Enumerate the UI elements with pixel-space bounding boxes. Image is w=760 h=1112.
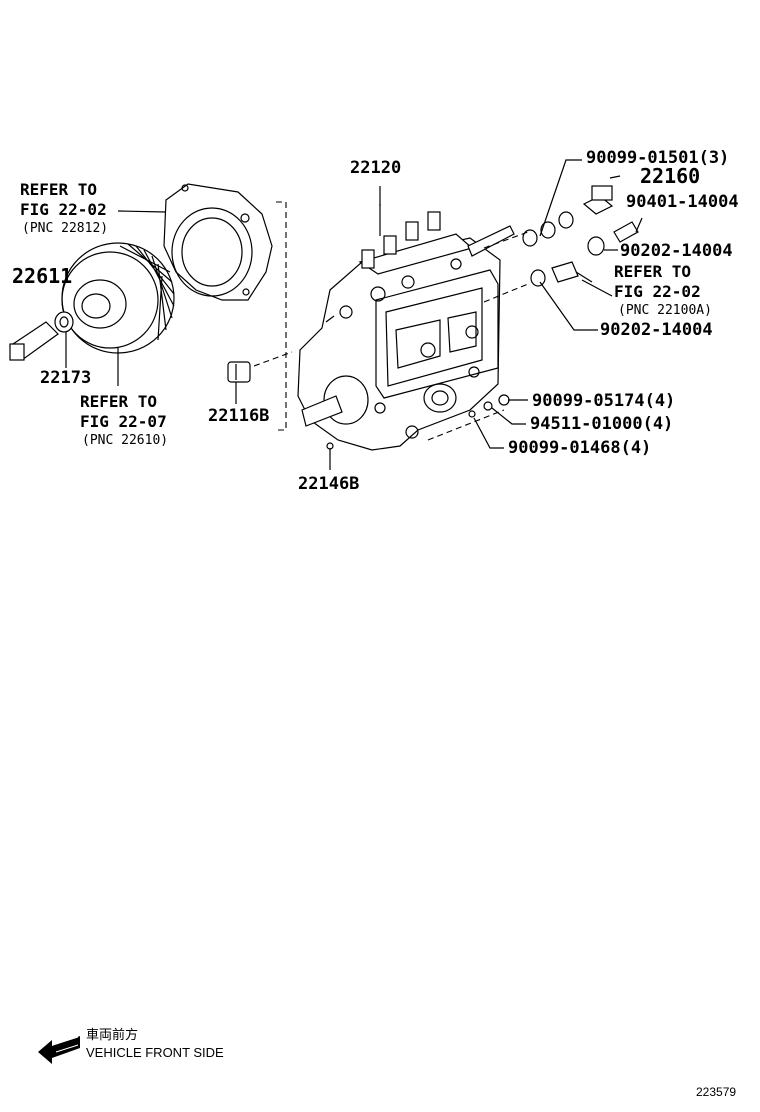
label-22173: 22173 <box>40 368 92 388</box>
drive-gear-drawing <box>61 242 175 354</box>
label-90401-14004: 90401-14004 <box>626 192 739 212</box>
ref2-line3: (PNC 22610) <box>82 433 169 448</box>
label-90202-14004-lower: 90202-14004 <box>600 320 713 340</box>
leader-lines <box>65 159 643 470</box>
label-22611: 22611 <box>12 264 73 288</box>
label-94511-01000: 94511-01000(4) <box>530 414 674 434</box>
figure-id: 223579 <box>696 1085 737 1099</box>
vehicle-front-arrow-icon <box>38 1036 80 1064</box>
direction-japanese: 車両前方 <box>86 1027 139 1042</box>
label-22116b: 22116B <box>208 406 270 426</box>
block-22116b-drawing <box>227 361 251 383</box>
label-90202-14004-upper: 90202-14004 <box>620 241 733 261</box>
label-22160: 22160 <box>640 164 701 188</box>
fittings-drawing <box>326 185 639 450</box>
ref2-line2: FIG 22-07 <box>80 412 167 431</box>
ref1-line3: (PNC 22812) <box>22 221 109 236</box>
shaft-key-drawing <box>9 311 74 361</box>
label-22120: 22120 <box>350 158 402 178</box>
injection-pump-drawing <box>297 204 515 451</box>
direction-english: VEHICLE FRONT SIDE <box>86 1045 224 1060</box>
label-90099-01501: 90099-01501(3) <box>586 148 730 168</box>
ref3-line2: FIG 22-02 <box>614 282 701 301</box>
label-90099-01468: 90099-01468(4) <box>508 438 652 458</box>
label-22146b: 22146B <box>298 474 360 494</box>
ref3-line3: (PNC 22100A) <box>618 303 712 318</box>
gear-housing-drawing <box>163 183 273 301</box>
label-90099-05174: 90099-05174(4) <box>532 391 676 411</box>
ref3-line1: REFER TO <box>614 262 692 281</box>
ref2-line1: REFER TO <box>80 392 158 411</box>
ref1-line1: REFER TO <box>20 180 98 199</box>
ref1-line2: FIG 22-02 <box>20 200 107 219</box>
